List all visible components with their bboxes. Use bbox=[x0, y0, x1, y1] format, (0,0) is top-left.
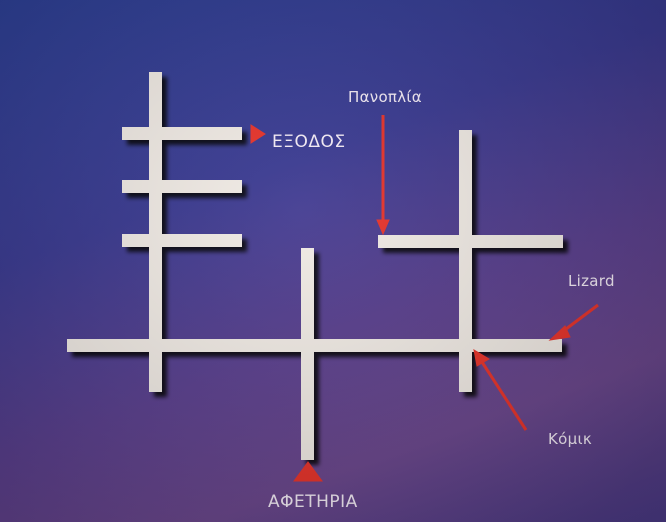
corridor-lower-branch bbox=[122, 234, 242, 247]
corridor-armory-horizontal bbox=[378, 235, 563, 248]
lizard-arrow bbox=[561, 303, 599, 334]
lizard-label: Lizard bbox=[568, 272, 615, 290]
corridor-middle-branch bbox=[122, 180, 242, 193]
lizard-arrowhead-icon bbox=[548, 325, 571, 341]
start-marker-icon bbox=[293, 461, 323, 482]
armory-arrowhead-icon bbox=[376, 219, 390, 236]
corridor-left-vertical bbox=[149, 72, 162, 392]
armory-label: Πανοπλία bbox=[348, 88, 422, 106]
corridor-main-horizontal bbox=[67, 339, 562, 352]
corridor-start-vertical bbox=[301, 248, 314, 460]
comic-arrowhead-icon bbox=[473, 348, 490, 367]
corridor-right-vertical bbox=[459, 130, 472, 392]
start-label: ΑΦΕΤΗΡΙΑ bbox=[268, 492, 358, 512]
corridor-top-branch-exit bbox=[122, 127, 242, 140]
comic-arrow bbox=[480, 361, 528, 431]
exit-marker-icon bbox=[250, 124, 266, 144]
exit-label: ΕΞΟΔΟΣ bbox=[272, 132, 346, 152]
comic-label: Κόμικ bbox=[548, 430, 592, 448]
